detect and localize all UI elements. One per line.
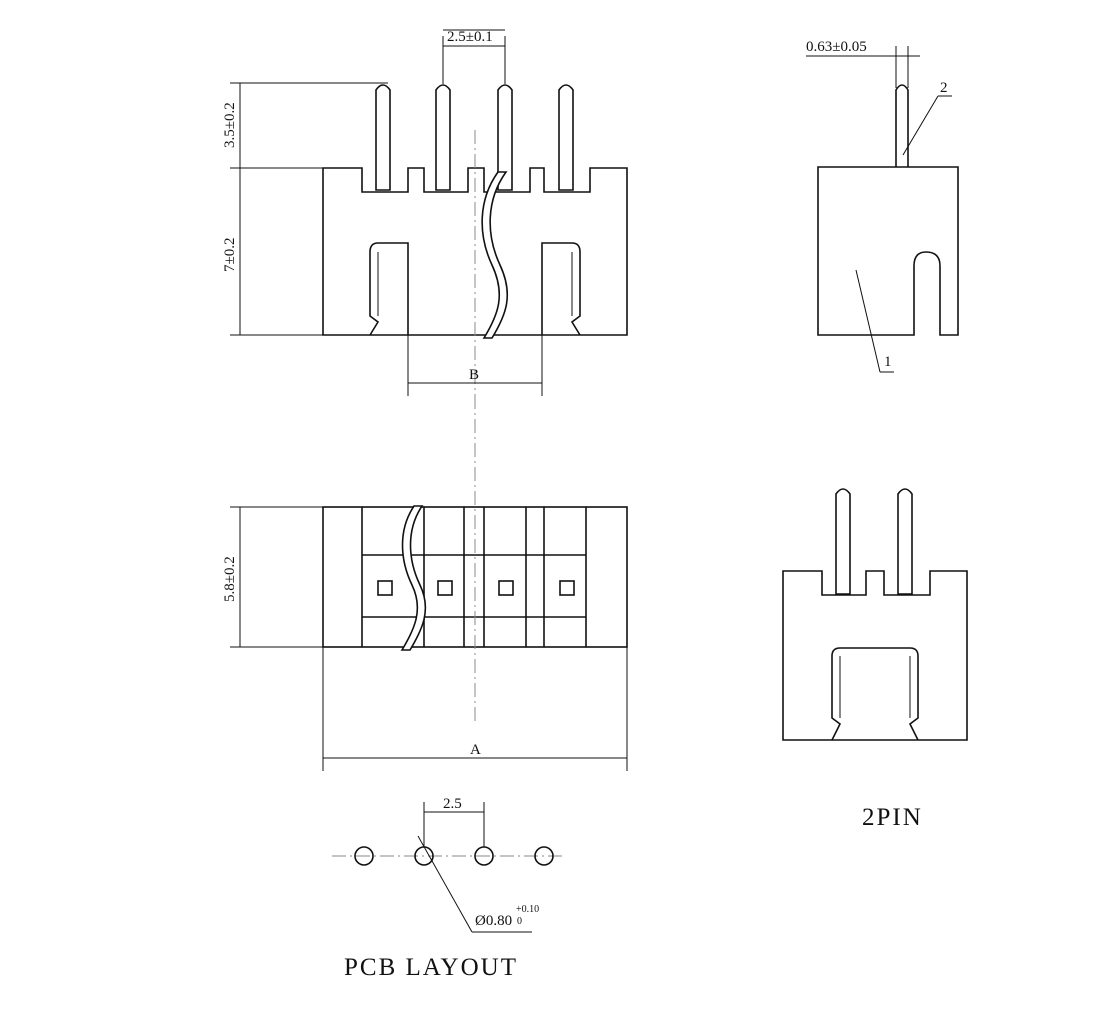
dim-hole-diameter: Ø0.80 [475,913,512,929]
callout-body: 1 [884,354,892,370]
two-pin-pin-1 [835,488,851,595]
label-two-pin: 2PIN [862,804,923,831]
dim-pcb-pitch: 2.5 [443,796,462,812]
callout-pin: 2 [940,80,948,96]
two-pin-view: 2PIN [782,488,968,831]
dim-depth: 5.8±0.2 [222,556,238,602]
front-latch-right [541,242,581,336]
top-view: 5.8±0.2 A [222,395,628,771]
dim-pitch-top: 2.5±0.1 [447,29,493,45]
two-pin-latch [831,647,919,741]
front-latch-left [369,242,409,336]
dim-a: A [470,742,481,758]
front-view: 2.5±0.1 3.5±0.2 7±0.2 B [222,29,628,396]
front-pin-2 [435,84,451,191]
pcb-layout: 2.5 Ø0.80 +0.10 0 PCB LAYOUT [332,796,564,981]
front-pin-1 [375,84,391,191]
two-pin-body [782,570,968,741]
pcb-hole-1 [354,846,374,866]
dim-pin-height: 3.5±0.2 [222,102,238,148]
dim-pin-thickness: 0.63±0.05 [806,39,867,55]
pcb-hole-4 [534,846,554,866]
label-pcb-layout: PCB LAYOUT [344,954,518,981]
pin-square-4 [559,580,575,596]
dim-hole-tol-plus: +0.10 [516,904,539,915]
dim-body-height: 7±0.2 [222,238,238,272]
pin-square-1 [377,580,393,596]
pin-square-2 [437,580,453,596]
pin-square-3 [498,580,514,596]
dim-b: B [469,367,479,383]
dim-hole-tol-minus: 0 [517,916,522,927]
two-pin-pin-2 [897,488,913,595]
side-body [817,166,959,336]
side-pin [895,84,909,169]
front-pin-3 [497,84,513,191]
top-break [400,505,427,651]
front-pin-4 [558,84,574,191]
front-break [481,171,509,339]
side-view: 0.63±0.05 2 1 [806,39,959,373]
